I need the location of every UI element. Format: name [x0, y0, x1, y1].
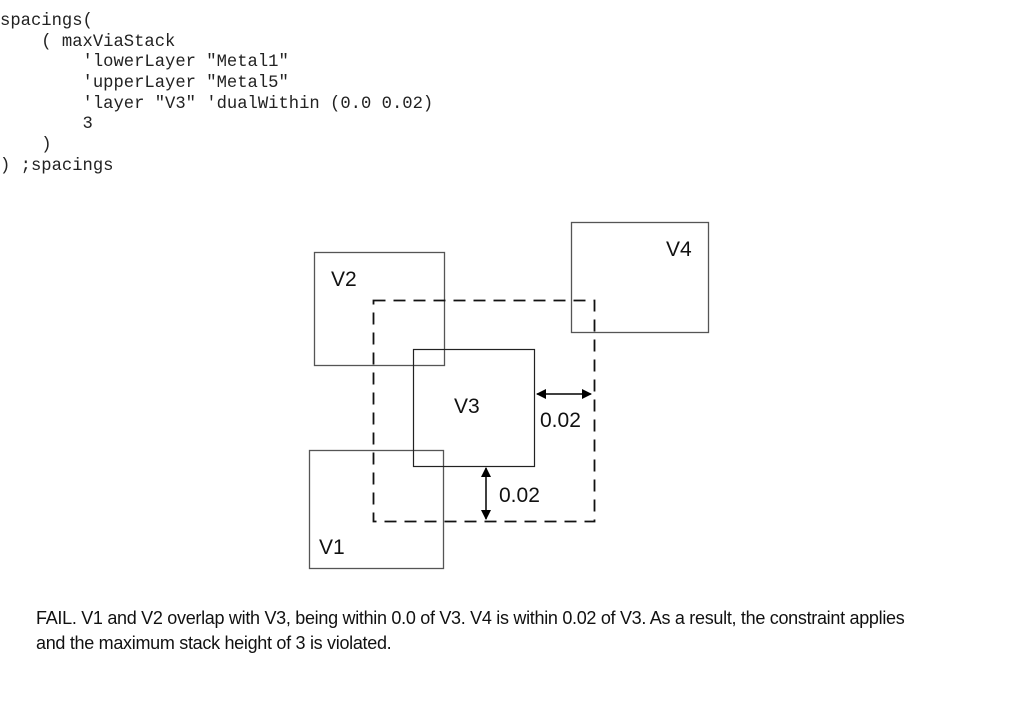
code-line: spacings(: [0, 12, 93, 31]
via-v1-shape: [308, 449, 445, 570]
via-v4-label: V4: [666, 238, 692, 261]
via-v3-shape: [412, 348, 536, 468]
via-v1-label: V1: [319, 536, 345, 559]
code-line: ): [0, 136, 52, 156]
code-line: 3: [0, 115, 93, 135]
dual-within-region: [372, 299, 596, 523]
caption: FAIL. V1 and V2 overlap with V3, being w…: [36, 608, 905, 653]
via-v3-label: V3: [454, 395, 480, 418]
via-v4-shape: [570, 221, 710, 334]
code-line: 'layer "V3" 'dualWithin (0.0 0.02): [0, 94, 434, 114]
code-line: 'lowerLayer "Metal1": [0, 53, 289, 73]
code-line: ) ;spacings: [0, 156, 114, 176]
vertical-dimension-label: 0.02: [499, 484, 540, 507]
code-block: spacings( ( maxViaStack 'lowerLayer "Met…: [0, 12, 433, 178]
code-line: ( maxViaStack: [0, 32, 176, 52]
horizontal-dimension-label: 0.02: [540, 409, 581, 432]
code-line: 'upperLayer "Metal5": [0, 74, 289, 94]
via-v2-label: V2: [331, 268, 357, 291]
via-v2-shape: [313, 251, 446, 367]
